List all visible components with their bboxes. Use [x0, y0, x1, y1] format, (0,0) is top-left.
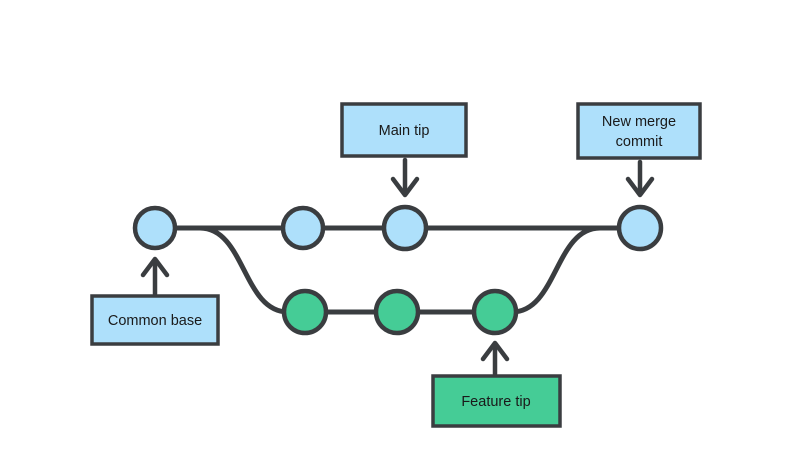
callout-label-new-merge-commit-line2: commit — [616, 134, 663, 150]
arrow-main-tip — [390, 157, 420, 198]
callout-common-base[interactable]: Common base — [90, 294, 220, 346]
callout-new-merge-commit[interactable]: New merge commit — [576, 102, 702, 160]
arrow-head-up-icon — [140, 256, 170, 278]
callout-label-common-base: Common base — [108, 313, 202, 329]
callout-feature-tip[interactable]: Feature tip — [431, 374, 562, 428]
callout-box-feature-tip[interactable] — [431, 374, 562, 428]
callout-box-new-merge-commit[interactable] — [576, 102, 702, 160]
commit-node-main-2[interactable] — [280, 205, 326, 251]
arrow-new-merge-commit — [625, 159, 655, 198]
merge-curve — [509, 225, 603, 315]
callout-label-main-tip: Main tip — [379, 123, 430, 139]
callout-arrows — [140, 157, 655, 377]
arrow-head-up-icon — [480, 340, 510, 362]
branch-off-curve — [197, 225, 291, 315]
commit-node-feature-2[interactable] — [373, 288, 421, 336]
arrow-head-down-icon — [625, 176, 655, 198]
callout-label-new-merge-commit-line1: New merge — [602, 114, 676, 130]
commit-node-main-1[interactable] — [132, 205, 178, 251]
callout-box-main-tip[interactable] — [340, 102, 468, 158]
commit-node-merge[interactable] — [616, 204, 664, 252]
callout-main-tip[interactable]: Main tip — [340, 102, 468, 158]
commit-node-main-3[interactable] — [381, 204, 429, 252]
arrow-head-down-icon — [390, 176, 420, 198]
callout-label-feature-tip: Feature tip — [461, 394, 530, 410]
arrow-feature-tip — [480, 340, 510, 377]
callout-box-common-base[interactable] — [90, 294, 220, 346]
commit-nodes — [132, 204, 664, 336]
commit-node-feature-3[interactable] — [471, 288, 519, 336]
commit-node-feature-1[interactable] — [281, 288, 329, 336]
arrow-common-base — [140, 256, 170, 297]
